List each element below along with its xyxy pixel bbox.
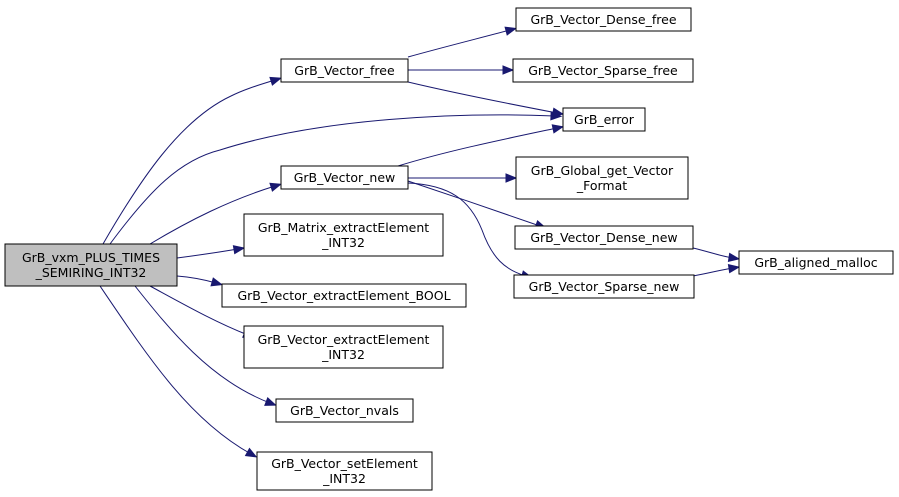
node-box [280, 165, 409, 190]
node-globalfmt[interactable]: GrB_Global_get_Vector_Format [515, 156, 689, 200]
edge-line [407, 182, 527, 277]
edge-arrowhead [504, 26, 518, 36]
node-label: GrB_Vector_Dense_new [530, 230, 677, 245]
edge-line [99, 285, 252, 455]
node-densefree[interactable]: GrB_Vector_Dense_free [515, 7, 692, 32]
node-label: _INT32 [321, 347, 365, 362]
node-label: GrB_Global_get_Vector [531, 163, 674, 178]
edge-arrowhead [264, 396, 277, 406]
edge-arrowhead [269, 76, 283, 86]
edge-root-to-vnew [149, 182, 283, 245]
node-label: _INT32 [321, 235, 365, 250]
edge-line [407, 29, 511, 58]
node-box [515, 156, 689, 200]
edge-arrowhead [269, 182, 283, 192]
node-box [738, 250, 894, 275]
edge-line [102, 79, 276, 245]
edge-arrowhead [210, 277, 224, 287]
edge-arrowhead [551, 124, 565, 134]
node-label: _Format [576, 178, 627, 193]
node-label: GrB_error [574, 112, 635, 127]
edge-line [176, 275, 217, 284]
node-box [515, 7, 692, 32]
node-label: GrB_Vector_Sparse_free [528, 63, 678, 78]
edges-layer [99, 26, 741, 458]
edge-root-to-vfree [102, 76, 283, 245]
edge-root-to-vextractbool [176, 275, 224, 287]
node-label: _SEMIRING_INT32 [35, 265, 147, 280]
edge-root-to-vnvals [134, 285, 277, 406]
edge-line [692, 247, 734, 259]
node-vextractbool[interactable]: GrB_Vector_extractElement_BOOL [221, 283, 467, 308]
edge-vnew-to-error [397, 124, 565, 167]
node-sparsefree[interactable]: GrB_Vector_Sparse_free [512, 58, 694, 83]
node-box [280, 58, 409, 83]
node-error[interactable]: GrB_error [562, 107, 646, 132]
node-box [513, 274, 695, 299]
node-box [4, 243, 178, 287]
edge-arrowhead [505, 173, 518, 183]
node-box [512, 58, 694, 83]
node-label: GrB_Vector_nvals [290, 403, 399, 418]
node-label: GrB_aligned_malloc [754, 255, 877, 270]
edge-arrowhead [244, 447, 258, 458]
edge-vnew-to-globalfmt [408, 173, 518, 183]
node-root[interactable]: GrB_vxm_PLUS_TIMES_SEMIRING_INT32 [4, 243, 178, 287]
edge-line [692, 267, 734, 277]
edge-arrowhead [502, 65, 515, 75]
edge-line [407, 180, 541, 227]
edge-arrowhead [727, 252, 741, 262]
edge-line [109, 114, 556, 245]
node-label: GrB_Vector_extractElement_BOOL [237, 288, 450, 303]
edge-vfree-to-sparsefree [408, 65, 515, 75]
node-vset[interactable]: GrB_Vector_setElement_INT32 [256, 451, 433, 491]
node-vnvals[interactable]: GrB_Vector_nvals [275, 398, 414, 423]
edge-root-to-mextract [176, 245, 246, 259]
edge-sparsenew-to-malloc [692, 264, 741, 277]
node-densenew[interactable]: GrB_Vector_Dense_new [514, 225, 694, 250]
node-box [275, 398, 414, 423]
node-vfree[interactable]: GrB_Vector_free [280, 58, 409, 83]
edge-line [149, 185, 276, 245]
edge-line [176, 248, 239, 259]
edge-arrowhead [551, 107, 565, 117]
node-label: GrB_Vector_setElement [271, 456, 418, 471]
node-label: GrB_Vector_Dense_free [530, 12, 676, 27]
node-label: GrB_Vector_free [294, 63, 395, 78]
node-label: GrB_Vector_new [294, 170, 396, 185]
node-sparsenew[interactable]: GrB_Vector_Sparse_new [513, 274, 695, 299]
edge-vfree-to-densefree [407, 26, 518, 58]
edge-arrowhead [727, 264, 741, 274]
edge-densenew-to-malloc [692, 247, 741, 262]
node-box [256, 451, 433, 491]
edge-arrowhead [232, 245, 246, 255]
node-malloc[interactable]: GrB_aligned_malloc [738, 250, 894, 275]
edge-vfree-to-error [407, 81, 565, 117]
edge-line [407, 81, 558, 114]
node-label: GrB_Matrix_extractElement [258, 220, 429, 235]
nodes-layer: GrB_vxm_PLUS_TIMES_SEMIRING_INT32GrB_Vec… [4, 7, 894, 491]
node-label: GrB_vxm_PLUS_TIMES [22, 250, 160, 265]
node-label: GrB_Vector_Sparse_new [529, 279, 680, 294]
node-label: _INT32 [322, 471, 366, 486]
edge-root-to-vset [99, 285, 258, 458]
node-box [243, 213, 444, 257]
node-box [243, 325, 444, 369]
node-box [221, 283, 467, 308]
node-mextract[interactable]: GrB_Matrix_extractElement_INT32 [243, 213, 444, 257]
node-label: GrB_Vector_extractElement [258, 332, 430, 347]
node-vextractint[interactable]: GrB_Vector_extractElement_INT32 [243, 325, 444, 369]
edge-line [397, 127, 558, 167]
node-vnew[interactable]: GrB_Vector_new [280, 165, 409, 190]
node-box [562, 107, 646, 132]
node-box [514, 225, 694, 250]
edge-line [149, 285, 249, 336]
edge-line [134, 285, 271, 404]
